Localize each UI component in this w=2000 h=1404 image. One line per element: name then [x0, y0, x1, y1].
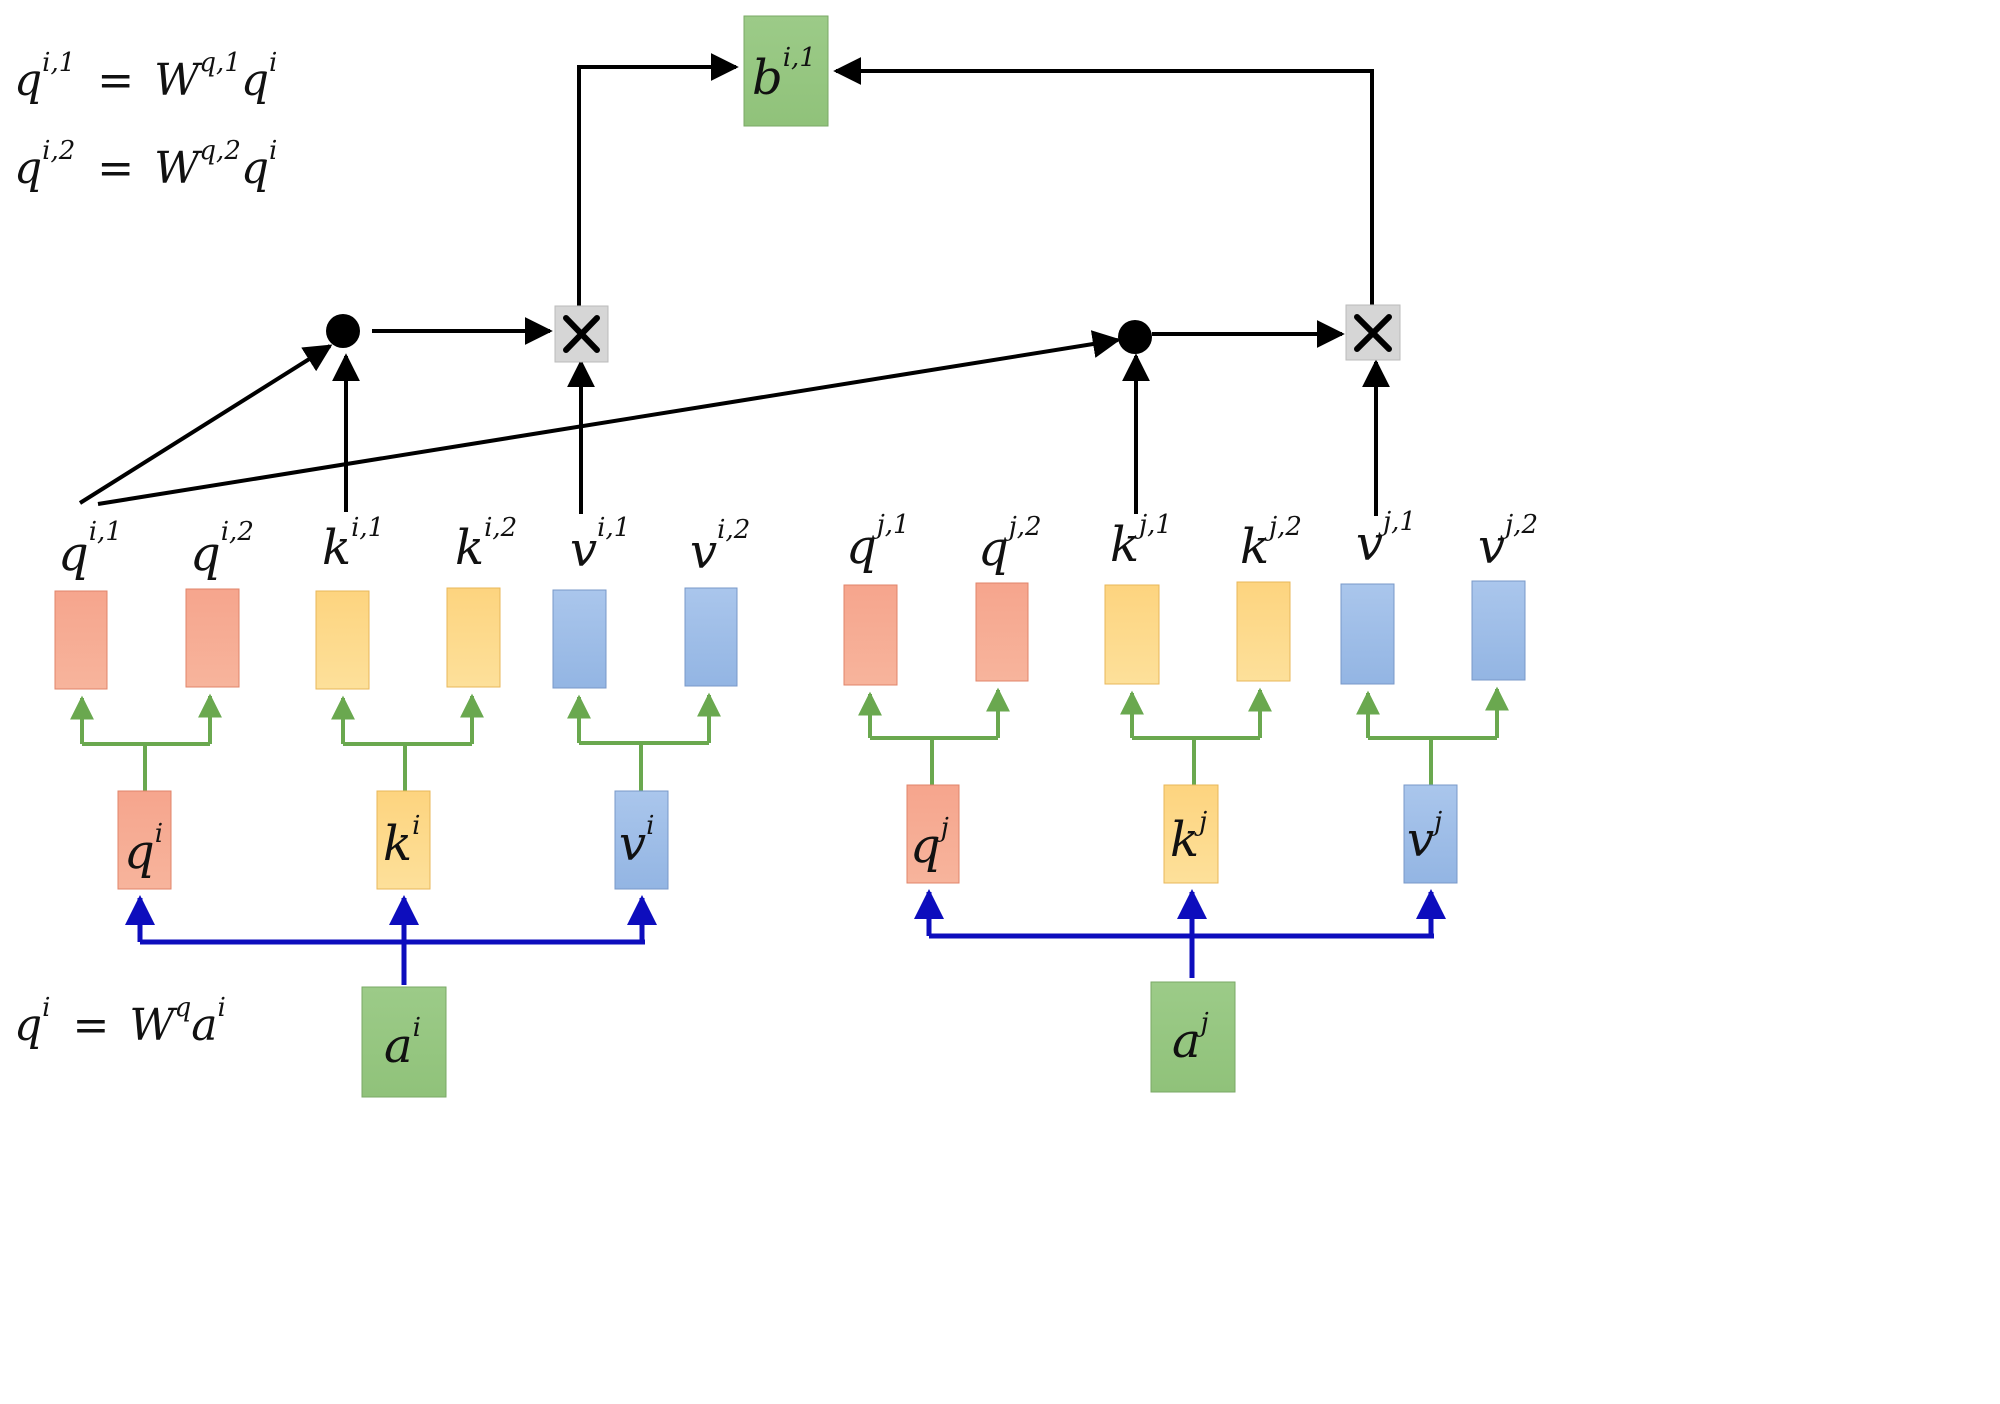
- svg-text:qi,1=Wq,1qi: qi,1=Wq,1qi: [14, 48, 277, 106]
- label-ki1: ki,1: [322, 513, 384, 576]
- split-arrows-j: [858, 686, 1509, 785]
- group-j: qj,1 qj,2 kj,1 kj,2 vj,1 vj,2: [843, 507, 1538, 1093]
- multiply-left-icon: [554, 305, 609, 363]
- arrow-mult-left-to-b: [577, 53, 739, 306]
- diagram-stage: qi,1=Wq,1qi qi,2=Wq,2qi qi=Wqai bi,1: [14, 15, 1538, 1098]
- label-aj: aj: [1172, 1008, 1209, 1069]
- vector-qj: [906, 784, 960, 884]
- label-kj2: kj,2: [1240, 512, 1302, 575]
- vector-vi2: [684, 587, 738, 687]
- label-ai: ai: [384, 1013, 421, 1074]
- input-arrows-j: [914, 889, 1446, 978]
- vector-qi: [117, 790, 172, 890]
- group-i: qi,1 qi,2 ki,1 ki,2 vi,1 vi,2: [54, 513, 750, 1098]
- arrow-mult-right-to-b: [833, 57, 1374, 306]
- label-ki: ki: [383, 811, 420, 872]
- vector-kj1: [1104, 584, 1160, 685]
- label-vi: vi: [619, 811, 654, 872]
- label-vj1: vj,1: [1356, 507, 1416, 572]
- input-ai-box: [361, 986, 447, 1098]
- label-kj1: kj,1: [1110, 510, 1172, 573]
- vector-qj1: [843, 584, 898, 686]
- label-vi1: vi,1: [570, 513, 630, 578]
- arrow-qi1-to-dot-left: [78, 344, 333, 505]
- split-arrows-i: [70, 692, 721, 791]
- equation-qi2: qi,2=Wq,2qi: [14, 136, 277, 194]
- vector-ki1: [315, 590, 370, 690]
- label-qj2: qj,2: [978, 512, 1042, 577]
- diagram-canvas: qi,1=Wq,1qi qi,2=Wq,2qi qi=Wqai bi,1: [14, 15, 1538, 1098]
- multiply-right-icon: [1345, 304, 1401, 361]
- output-b-box: bi,1: [743, 15, 829, 127]
- svg-text:bi,1: bi,1: [752, 43, 816, 106]
- vector-ki: [376, 790, 431, 890]
- label-ki2: ki,2: [455, 513, 517, 576]
- label-vj2: vj,2: [1478, 510, 1538, 575]
- arrow-qi1-to-dot-right: [97, 330, 1121, 506]
- svg-text:qi=Wqai: qi=Wqai: [14, 993, 226, 1051]
- vector-vi1: [552, 589, 607, 689]
- vector-vj2: [1471, 580, 1526, 681]
- vector-qi2: [185, 588, 240, 688]
- dot-product-right-icon: [1118, 320, 1152, 354]
- equation-qi: qi=Wqai: [14, 993, 226, 1051]
- dot-product-left-icon: [326, 314, 360, 348]
- vector-kj: [1163, 784, 1219, 884]
- vector-qj2: [975, 582, 1029, 682]
- label-vi2: vi,2: [690, 515, 750, 580]
- label-qi2: qi,2: [190, 517, 254, 582]
- vector-ki2: [446, 587, 501, 688]
- equation-qi1: qi,1=Wq,1qi: [14, 48, 277, 106]
- input-aj-box: [1150, 981, 1236, 1093]
- vector-vj: [1403, 784, 1458, 884]
- label-qj: qj: [910, 813, 949, 874]
- label-kj: kj: [1170, 807, 1207, 868]
- label-qj1: qj,1: [846, 510, 910, 575]
- svg-text:qi,2=Wq,2qi: qi,2=Wq,2qi: [14, 136, 277, 194]
- label-vj: vj: [1407, 807, 1442, 868]
- vector-qi1: [54, 590, 108, 690]
- attention-arrows: [78, 53, 1390, 516]
- label-qi: qi: [124, 819, 163, 880]
- input-arrows-i: [125, 895, 657, 985]
- vector-vj1: [1340, 583, 1395, 685]
- vector-kj2: [1236, 581, 1291, 682]
- vector-vi: [614, 790, 669, 890]
- label-qi1: qi,1: [58, 517, 122, 582]
